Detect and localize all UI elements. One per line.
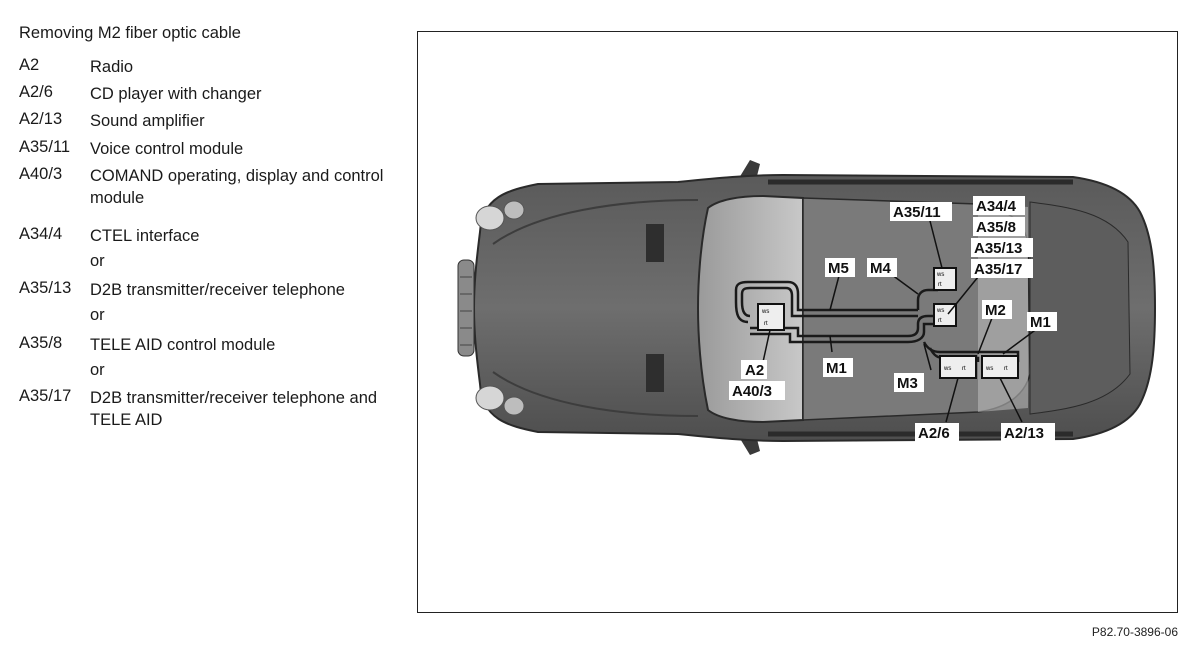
callout-m2: M2: [982, 300, 1012, 319]
legend-code: A35/17: [19, 387, 72, 405]
legend-desc: TELE AID control module: [90, 336, 276, 354]
connector-label-ws: ws: [936, 308, 944, 314]
hood-vent-left: [646, 224, 664, 262]
hood-vent-right: [646, 354, 664, 392]
callout-a34-4: A34/4: [973, 196, 1025, 215]
svg-text:A40/3: A40/3: [732, 383, 772, 400]
legend-desc: COMAND operating, display and control mo…: [90, 167, 384, 207]
callout-a35-11: A35/11: [890, 202, 952, 221]
callout-m5: M5: [825, 258, 855, 277]
grille: [457, 259, 475, 357]
callout-a2: A2: [741, 360, 767, 379]
svg-text:M2: M2: [985, 302, 1006, 319]
legend-desc: Voice control module: [90, 140, 244, 158]
module-a35-11: ws rt: [933, 267, 957, 291]
svg-text:A35/8: A35/8: [976, 219, 1016, 236]
svg-text:A35/17: A35/17: [974, 261, 1022, 278]
connector-label-rt: rt: [764, 321, 768, 327]
module-a34-4: ws rt: [933, 303, 957, 327]
diagram-frame: ws rt ws rt ws rt ws rt ws rt: [417, 31, 1178, 613]
car-diagram: ws rt ws rt ws rt ws rt ws rt: [457, 160, 1157, 455]
svg-text:M5: M5: [828, 260, 849, 277]
callout-m4: M4: [867, 258, 897, 277]
legend-desc: D2B transmitter/receiver telephone and T…: [90, 389, 378, 429]
legend-code: A35/11: [19, 138, 71, 156]
legend-or: or: [90, 361, 105, 379]
trunk: [1029, 201, 1131, 415]
legend-code: A35/8: [19, 334, 63, 352]
legend-or: or: [90, 306, 105, 324]
windshield: [696, 194, 804, 424]
callout-a35-13: A35/13: [971, 238, 1033, 257]
legend-code: A35/13: [19, 279, 72, 297]
headlight-left-outer: [475, 205, 505, 231]
reference-id: P82.70-3896-06: [1091, 625, 1178, 639]
legend-desc: Sound amplifier: [90, 112, 205, 130]
legend-desc: D2B transmitter/receiver telephone: [90, 281, 345, 299]
legend-code: A2/13: [19, 110, 63, 128]
legend-desc: CTEL interface: [90, 227, 200, 245]
svg-text:M4: M4: [870, 260, 891, 277]
callout-a40-3: A40/3: [729, 381, 785, 400]
callout-a35-8: A35/8: [973, 217, 1025, 236]
connector-label-rt: rt: [938, 282, 942, 288]
connector-label-rt: rt: [962, 366, 966, 372]
connector-label-ws: ws: [985, 366, 993, 372]
headlight-left-inner: [503, 200, 525, 220]
connector-label-ws: ws: [936, 272, 944, 278]
connector-label-rt: rt: [938, 318, 942, 324]
callout-a2-6: A2/6: [915, 423, 959, 442]
svg-text:A2/13: A2/13: [1004, 425, 1044, 442]
headlight-right-inner: [503, 396, 525, 416]
legend-code: A34/4: [19, 225, 63, 243]
svg-text:A2: A2: [745, 362, 764, 379]
svg-text:M1: M1: [826, 360, 847, 377]
connector-label-rt: rt: [1004, 366, 1008, 372]
connector-label-ws: ws: [761, 309, 769, 315]
svg-text:A2/6: A2/6: [918, 425, 950, 442]
callout-m3: M3: [894, 373, 924, 392]
svg-text:A34/4: A34/4: [976, 198, 1017, 215]
callout-m1-center: M1: [823, 358, 853, 377]
svg-text:M1: M1: [1030, 314, 1051, 331]
connector-label-ws: ws: [943, 366, 951, 372]
legend-code: A2: [19, 56, 40, 74]
headlight-right-outer: [475, 385, 505, 411]
legend-code: A40/3: [19, 165, 63, 183]
module-a2-6: ws rt: [939, 355, 977, 379]
legend-desc: Radio: [90, 58, 134, 76]
legend-title: Removing M2 fiber optic cable: [19, 24, 241, 42]
legend-or: or: [90, 252, 105, 270]
module-a2: ws rt: [757, 303, 785, 331]
svg-text:A35/11: A35/11: [893, 204, 941, 221]
fiber-optic-loop: [734, 272, 1020, 362]
module-a2-13: ws rt: [981, 355, 1019, 379]
legend-code: A2/6: [19, 83, 53, 101]
callout-a35-17: A35/17: [971, 259, 1033, 278]
svg-text:A35/13: A35/13: [974, 240, 1022, 257]
legend-desc: CD player with changer: [90, 85, 262, 103]
svg-text:M3: M3: [897, 375, 918, 392]
callout-m1-right: M1: [1027, 312, 1057, 331]
callout-a2-13: A2/13: [1001, 423, 1055, 442]
